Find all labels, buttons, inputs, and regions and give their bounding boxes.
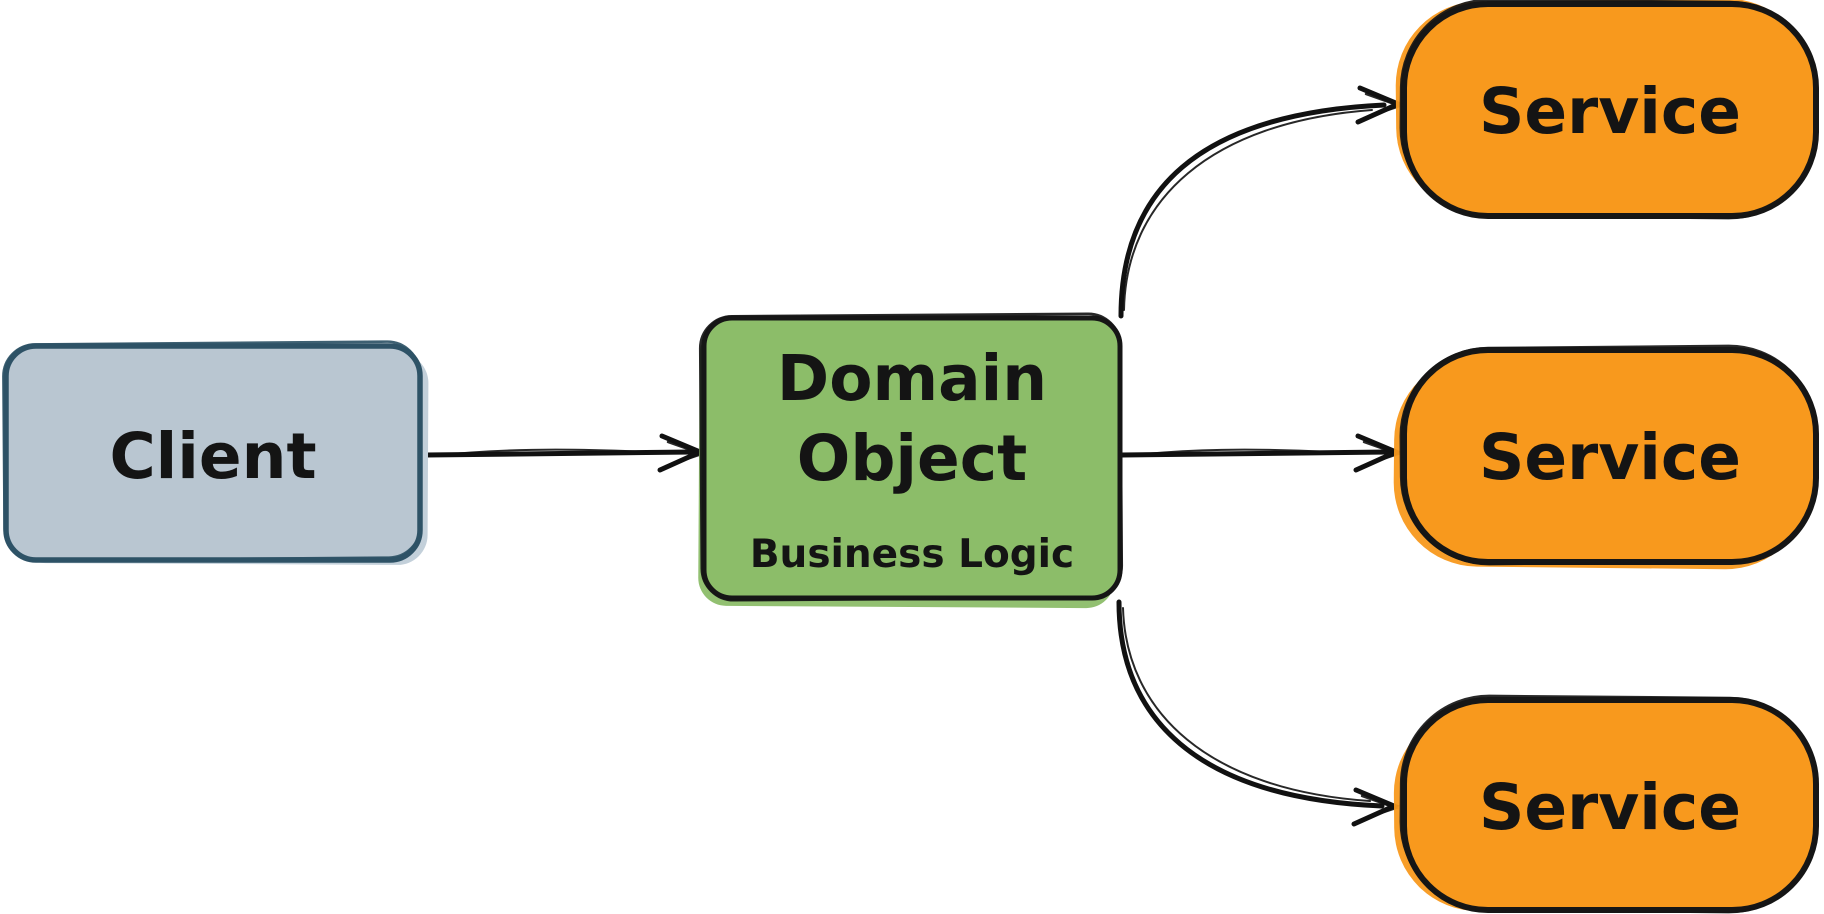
service-node-middle: Service (1393, 344, 1819, 570)
domain-title-line1: Domain (777, 342, 1047, 415)
client-node: Client (2, 340, 429, 565)
edge-curve (1116, 599, 1385, 809)
edge-domain-to-service-bottom (1116, 599, 1401, 827)
client-label: Client (109, 420, 316, 493)
service-label: Service (1479, 421, 1741, 494)
domain-box-sketch-outline (698, 312, 1124, 602)
service-label: Service (1479, 771, 1741, 844)
service-box-sketch-outline (1399, 344, 1819, 566)
edge-curve-echo (1122, 607, 1371, 802)
service-box-sketch-outline (1399, 0, 1819, 220)
edge-curve-echo (1123, 109, 1373, 311)
domain-object-node: Domain Object Business Logic (698, 312, 1124, 609)
edge-line-echo (1123, 448, 1331, 457)
edge-curve (1118, 102, 1387, 319)
domain-title-line2: Object (797, 422, 1027, 495)
edge-domain-to-service-top (1118, 85, 1405, 319)
service-box-sketch-outline (1399, 694, 1819, 914)
service-label: Service (1479, 75, 1741, 148)
edge-line-echo (429, 448, 649, 457)
edge-client-to-domain (423, 433, 707, 473)
edge-domain-to-service-middle (1119, 433, 1403, 473)
domain-subtitle: Business Logic (750, 532, 1074, 577)
service-node-bottom: Service (1393, 694, 1819, 914)
client-box-sketch-outline (2, 340, 422, 562)
service-node-top: Service (1395, 0, 1819, 220)
edge-line (1119, 449, 1391, 458)
